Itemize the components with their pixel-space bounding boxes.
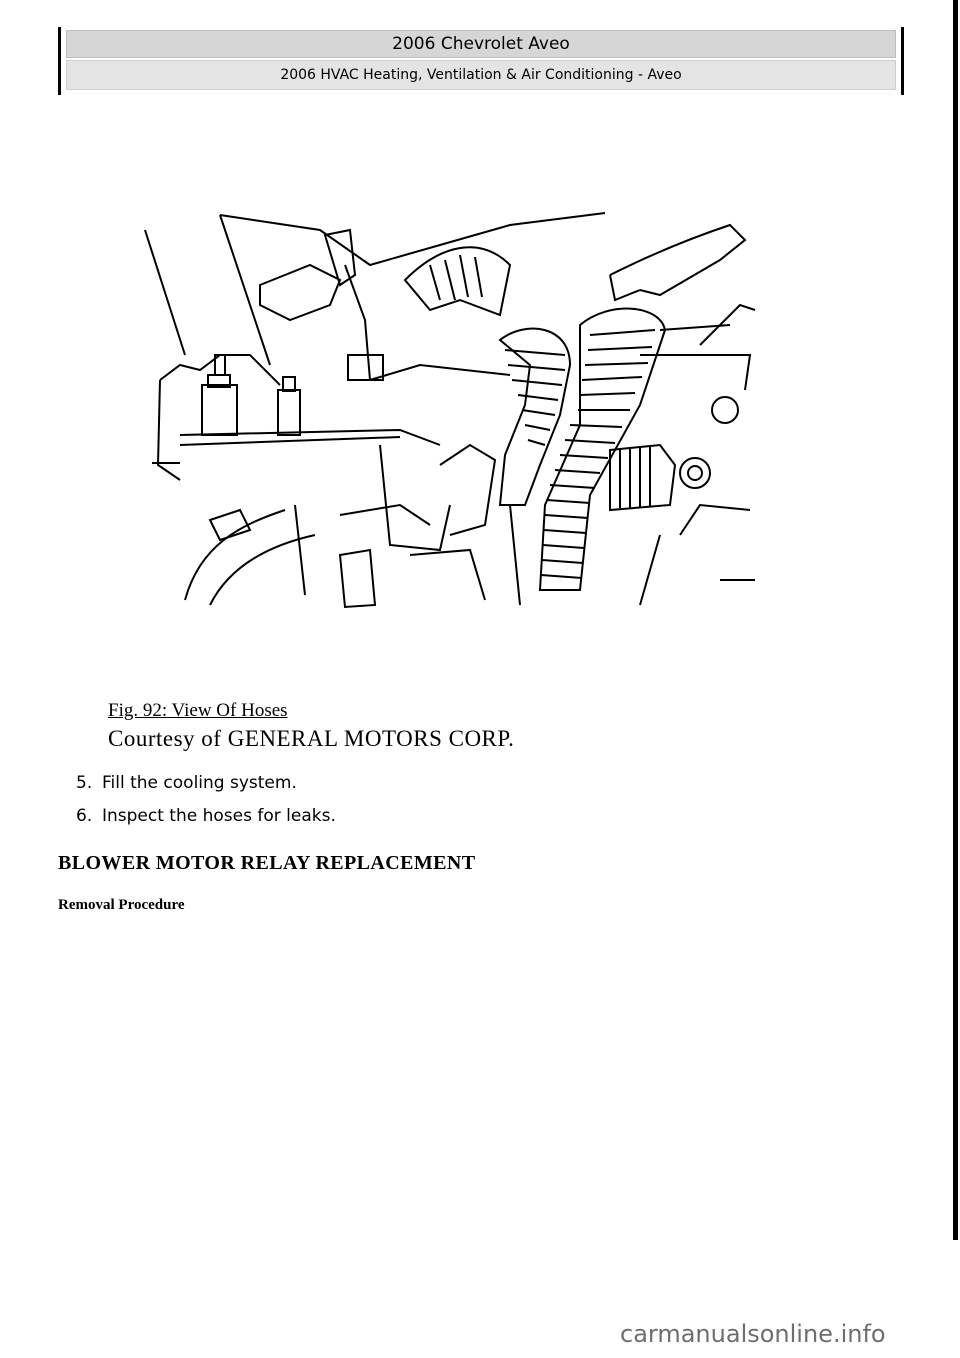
step-text: Fill the cooling system. bbox=[102, 773, 297, 793]
header-right-bar bbox=[901, 27, 904, 95]
procedure-step: 5. Fill the cooling system. bbox=[76, 773, 297, 793]
page-right-border bbox=[953, 0, 958, 1240]
section-heading: BLOWER MOTOR RELAY REPLACEMENT bbox=[58, 852, 476, 874]
header-left-bar bbox=[58, 27, 61, 95]
procedure-step: 6. Inspect the hoses for leaks. bbox=[76, 806, 336, 826]
section-subheading: Removal Procedure bbox=[58, 897, 185, 913]
document-title: 2006 Chevrolet Aveo bbox=[66, 30, 896, 58]
step-number: 5. bbox=[76, 773, 93, 793]
hoses-illustration bbox=[140, 205, 760, 620]
document-subtitle: 2006 HVAC Heating, Ventilation & Air Con… bbox=[66, 60, 896, 90]
figure-courtesy: Courtesy of GENERAL MOTORS CORP. bbox=[108, 726, 515, 751]
figure-caption[interactable]: Fig. 92: View Of Hoses bbox=[108, 700, 288, 721]
step-text: Inspect the hoses for leaks. bbox=[102, 806, 336, 826]
step-number: 6. bbox=[76, 806, 93, 826]
site-watermark: carmanualsonline.info bbox=[620, 1320, 886, 1348]
